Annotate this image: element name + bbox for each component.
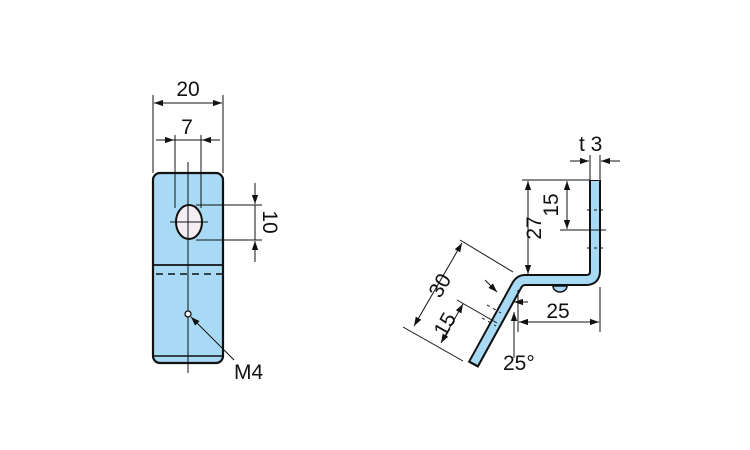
width-dim-label: 20 [176,78,199,101]
side-view [402,155,620,368]
hole-length-dim-label: 10 [258,210,281,233]
tap-label: M4 [234,361,263,384]
slant-length-dim-label: 30 [425,270,457,302]
hole-offset-dim-label: 7 [181,116,193,139]
weld-nut [552,285,568,293]
m4-tap-hole [184,310,192,318]
front-view [151,95,262,373]
slant-segment-dim-label: 15 [430,309,462,341]
horizontal-dim-label: 25 [546,300,569,323]
angle-dim-label: 25° [503,352,535,375]
m4-leader [190,316,235,361]
thickness-dim-label: t 3 [579,133,602,156]
upper-segment-dim-label: 15 [540,193,563,216]
bracket-profile [470,181,599,365]
vertical-height-dim-label: 27 [523,216,546,239]
